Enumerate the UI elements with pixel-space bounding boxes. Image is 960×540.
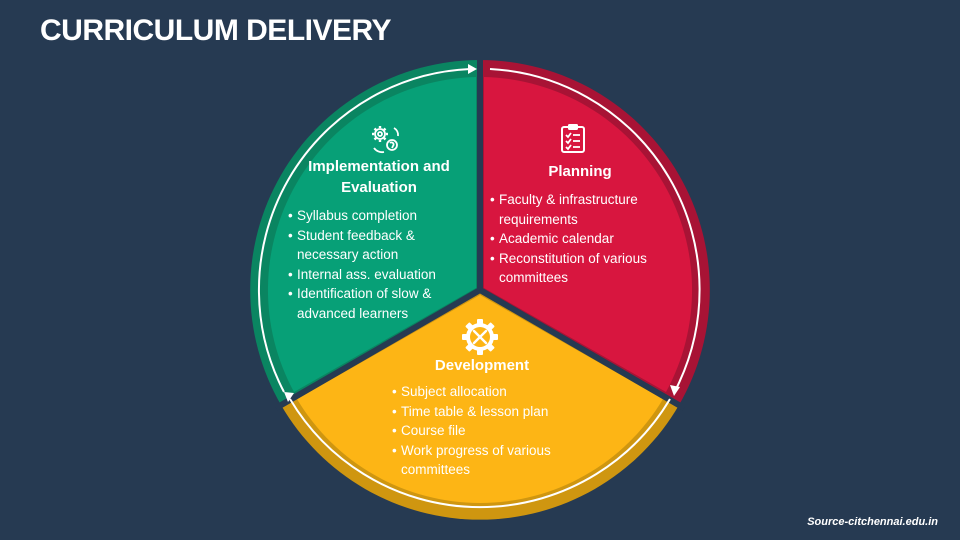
development-title: Development: [434, 357, 530, 374]
cycle-arrows: [257, 68, 701, 509]
planning-list: Faculty & infrastructure requirements Ac…: [490, 190, 670, 288]
list-item: Identification of slow & advanced learne…: [288, 284, 458, 323]
list-item: Internal ass. evaluation: [288, 265, 458, 285]
list-item: Student feedback & necessary action: [288, 226, 458, 265]
implementation-title: Implementation and Evaluation: [308, 158, 450, 196]
list-item: Time table & lesson plan: [392, 402, 572, 422]
gears-lightbulb-icon: [372, 126, 399, 154]
development-list: Subject allocation Time table & lesson p…: [392, 382, 572, 480]
list-item: Syllabus completion: [288, 206, 458, 226]
clipboard-checklist-icon: [561, 124, 585, 153]
wrench-screwdriver-gear-icon: [462, 319, 498, 355]
implementation-list: Syllabus completion Student feedback & n…: [288, 206, 458, 323]
planning-title: Planning: [548, 163, 612, 180]
development-text-block: Development Subject allocation Time tabl…: [392, 355, 572, 480]
page-title: CURRICULUM DELIVERY: [40, 14, 392, 47]
list-item: Faculty & infrastructure requirements: [490, 190, 670, 229]
implementation-text-block: Implementation and Evaluation Syllabus c…: [288, 156, 458, 323]
list-item: Subject allocation: [392, 382, 572, 402]
planning-text-block: Planning Faculty & infrastructure requir…: [490, 161, 670, 288]
arrow-heads: [284, 64, 680, 402]
source-credit: Source-citchennai.edu.in: [807, 516, 938, 528]
list-item: Work progress of various committees: [392, 441, 572, 480]
list-item: Academic calendar: [490, 229, 670, 249]
list-item: Reconstitution of various committees: [490, 249, 670, 288]
list-item: Course file: [392, 421, 572, 441]
